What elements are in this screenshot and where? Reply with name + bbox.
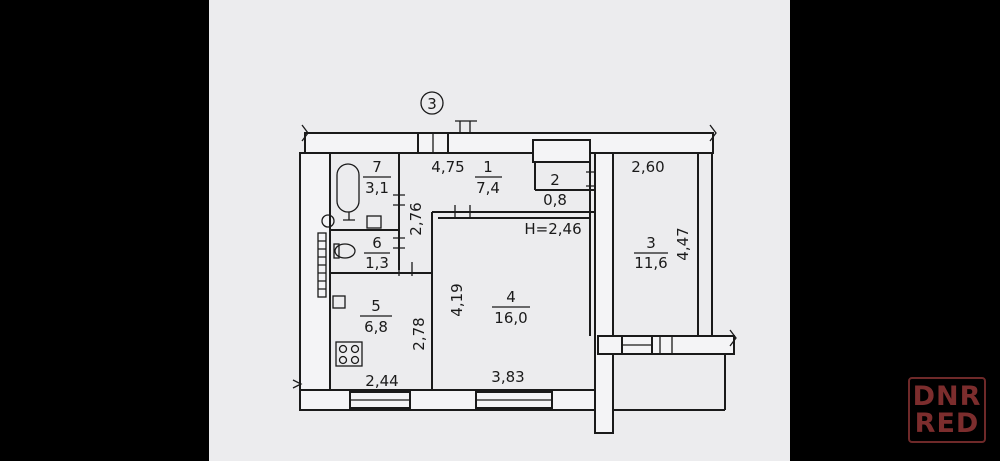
right-outer-wall xyxy=(594,152,614,434)
ventilation-shaft xyxy=(532,139,591,163)
door-wc xyxy=(393,237,405,249)
section-marker: 3 xyxy=(427,95,437,113)
room-7-number: 7 xyxy=(372,158,382,176)
top-outer-wall xyxy=(304,132,714,154)
bottom-outer-wall xyxy=(299,389,611,411)
toilet-tank-icon xyxy=(333,243,340,259)
sink-icon xyxy=(332,295,346,309)
room-6-number: 6 xyxy=(372,234,382,252)
room-4-number: 4 xyxy=(506,288,516,306)
dim-room3-width: 2,60 xyxy=(631,158,664,176)
room-6-area: 1,3 xyxy=(365,254,389,272)
ceiling-height: Н=2,46 xyxy=(524,220,581,238)
riser-pipe-icon xyxy=(455,120,477,133)
dim-kitchen-width: 2,44 xyxy=(365,372,398,390)
break-mark-left xyxy=(292,379,303,389)
dim-room4-width: 3,83 xyxy=(491,368,524,386)
stove-burner-3 xyxy=(338,355,348,365)
room-4-area: 16,0 xyxy=(494,309,527,327)
room-1-number: 1 xyxy=(483,158,493,176)
dim-hall-width: 2,76 xyxy=(407,202,425,235)
room-5-area: 6,8 xyxy=(364,318,388,336)
toilet-icon xyxy=(334,243,356,259)
break-mark-balcony xyxy=(729,329,737,347)
washbasin-icon xyxy=(366,215,382,229)
section-marker-circle xyxy=(420,91,444,115)
door-bath xyxy=(393,194,405,206)
room-2-number: 2 xyxy=(550,171,560,189)
balcony-wall xyxy=(597,335,735,355)
stove-burner-1 xyxy=(338,344,348,354)
dim-room4-length: 4,19 xyxy=(448,283,466,316)
room-2-area: 0,8 xyxy=(543,191,567,209)
stove-burner-4 xyxy=(350,355,360,365)
radiator-fins xyxy=(318,240,326,290)
dim-room3-length: 4,47 xyxy=(674,227,692,260)
room-3-number: 3 xyxy=(646,234,656,252)
door-room3 xyxy=(586,171,596,187)
watermark-line-1: DNR xyxy=(912,381,982,412)
door-room4 xyxy=(454,205,471,219)
watermark-line-2: RED xyxy=(914,408,980,439)
stove-burner-2 xyxy=(350,344,360,354)
room-5-number: 5 xyxy=(371,297,381,315)
room-3-area: 11,6 xyxy=(634,254,667,272)
water-heater-icon xyxy=(321,214,335,228)
stove-icon xyxy=(335,341,363,367)
break-mark-top-right xyxy=(709,124,717,142)
watermark-logo: DNR RED xyxy=(908,377,986,443)
dim-hall-length: 4,75 xyxy=(431,158,464,176)
door-kitchen xyxy=(398,262,413,276)
bathtub-icon xyxy=(336,163,360,213)
bath-tap-icon xyxy=(343,212,355,221)
room-1-area: 7,4 xyxy=(476,179,500,197)
break-mark-top-left xyxy=(301,124,309,142)
room-7-area: 3,1 xyxy=(365,179,389,197)
dim-kitchen-length: 2,78 xyxy=(410,317,428,350)
balcony-door xyxy=(659,336,673,354)
